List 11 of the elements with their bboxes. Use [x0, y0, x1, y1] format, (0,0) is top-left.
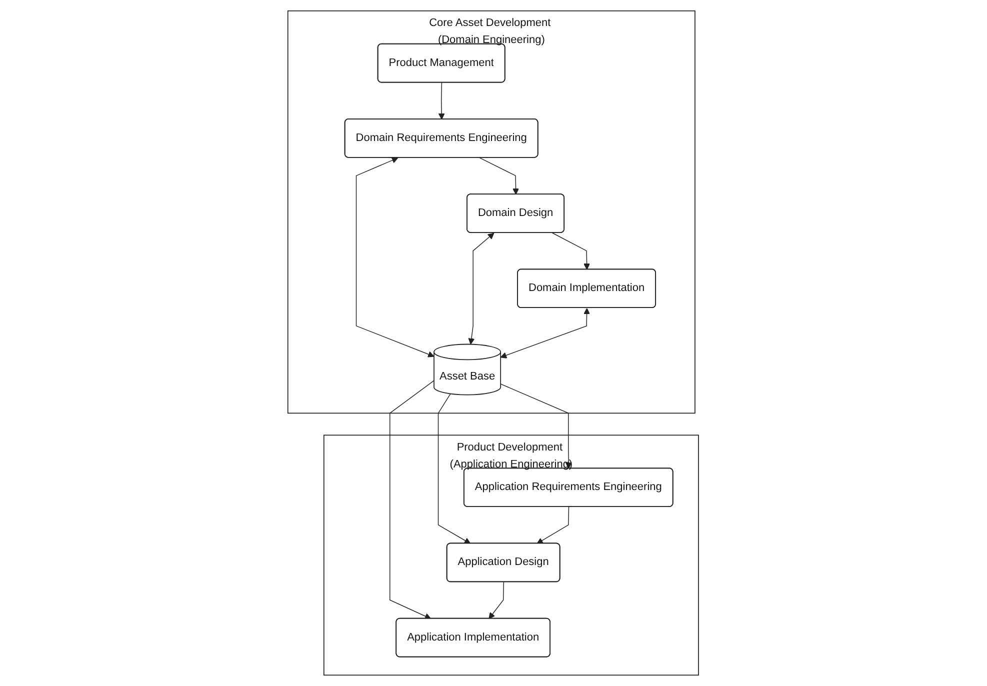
arrow: [390, 380, 435, 620]
arrow: [500, 308, 590, 358]
arrow: [500, 384, 572, 469]
arrow: [537, 506, 570, 544]
arrow: [488, 582, 504, 619]
arrow: [438, 82, 446, 120]
arrow: [356, 157, 435, 358]
arrow: [480, 157, 520, 195]
arrow: [438, 393, 471, 544]
arrow: [468, 232, 495, 345]
arrow: [552, 232, 590, 270]
